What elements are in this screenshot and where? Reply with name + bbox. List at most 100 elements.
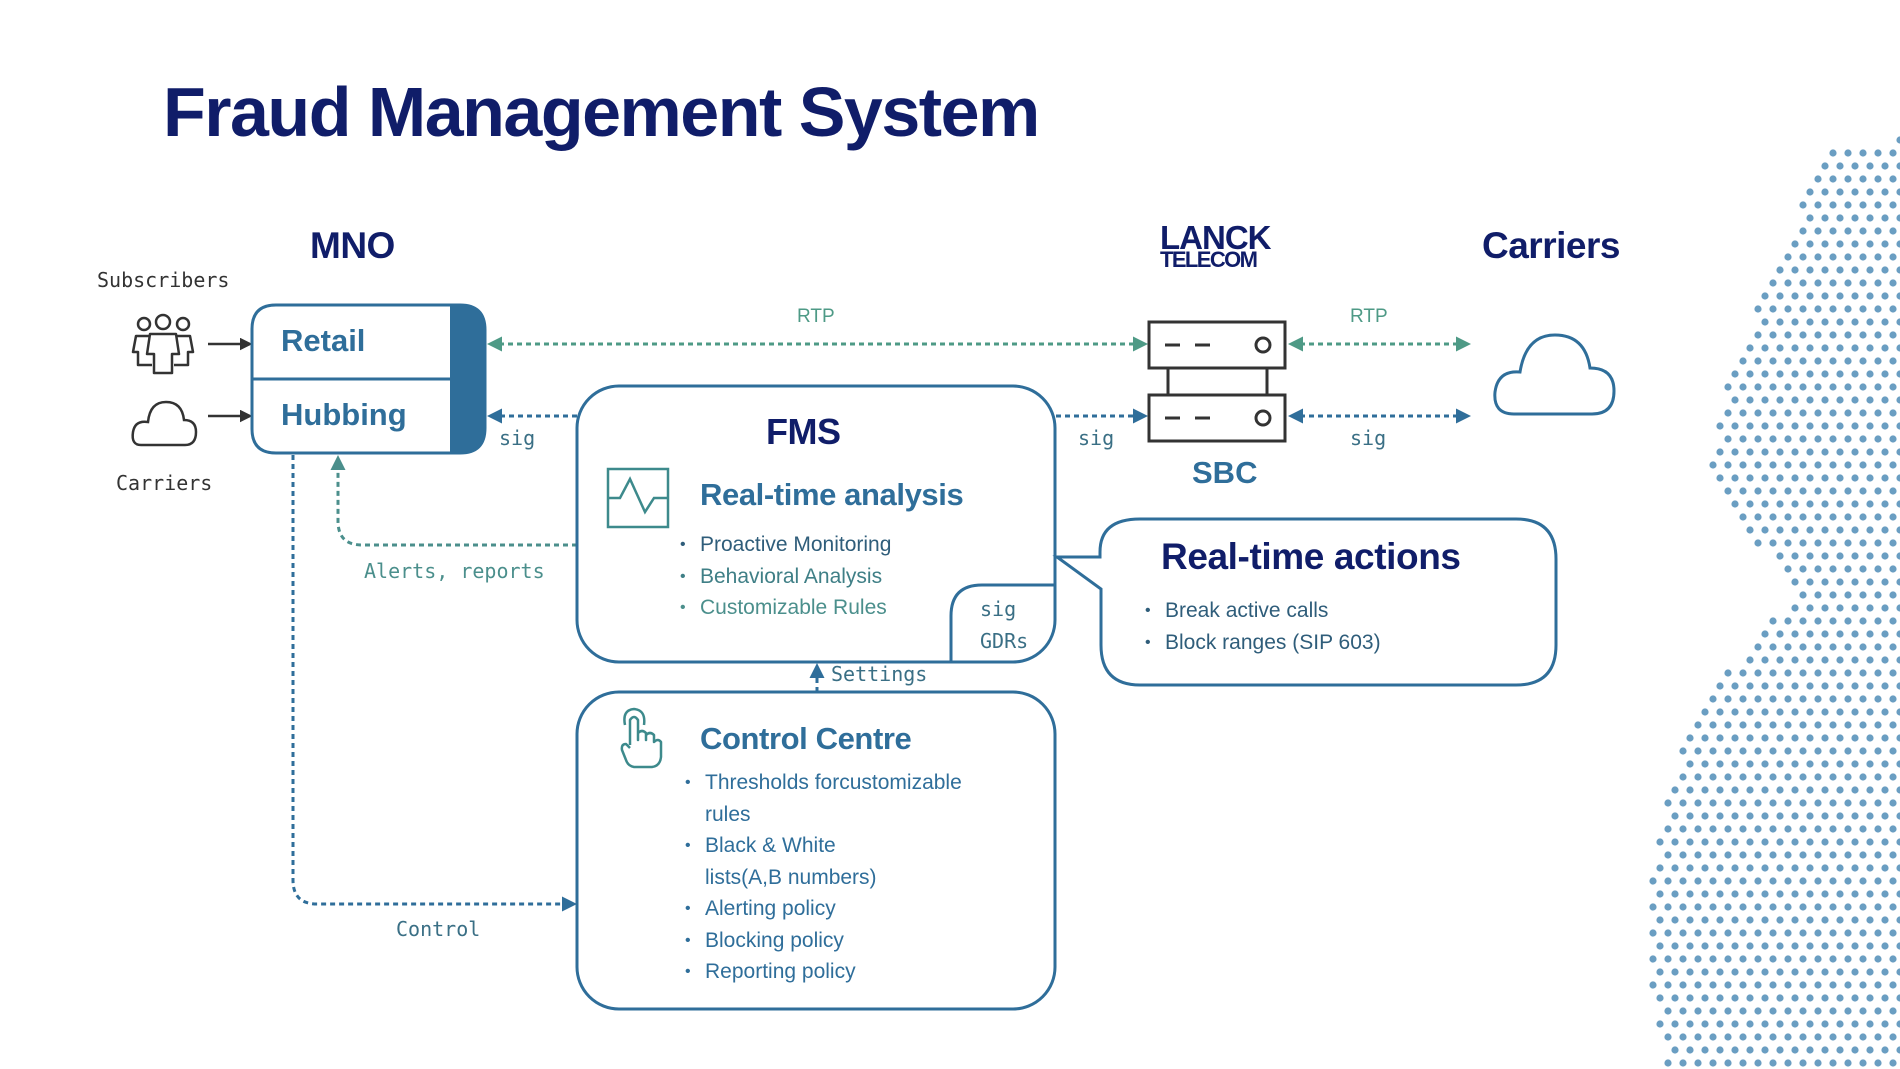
decorative-dot — [1874, 149, 1882, 157]
decorative-dot — [1896, 396, 1900, 404]
decorative-dot — [1709, 929, 1717, 937]
decorative-dot — [1649, 903, 1657, 911]
decorative-dot — [1836, 1020, 1844, 1028]
decorative-dot — [1694, 799, 1702, 807]
decorative-dot — [1889, 149, 1897, 157]
decorative-dot — [1851, 318, 1859, 326]
decorative-dot — [1851, 708, 1859, 716]
decorative-dot — [1844, 903, 1852, 911]
decorative-dot — [1724, 695, 1732, 703]
decorative-dot — [1724, 877, 1732, 885]
cloud-icon-carriers — [1493, 333, 1616, 416]
decorative-dot — [1784, 331, 1792, 339]
decorative-dot — [1784, 383, 1792, 391]
decorative-dot — [1769, 669, 1777, 677]
decorative-dot — [1866, 994, 1874, 1002]
decorative-dot — [1829, 903, 1837, 911]
decorative-dot — [1851, 370, 1859, 378]
decorative-dot — [1881, 786, 1889, 794]
decorative-dot — [1799, 825, 1807, 833]
decorative-dot — [1836, 734, 1844, 742]
decorative-dot — [1776, 552, 1784, 560]
decorative-dot — [1881, 968, 1889, 976]
decorative-dot — [1799, 539, 1807, 547]
decorative-dot — [1896, 786, 1900, 794]
decorative-dot — [1881, 604, 1889, 612]
decorative-dot — [1896, 266, 1900, 274]
decorative-dot — [1896, 474, 1900, 482]
decorative-dot — [1806, 552, 1814, 560]
decorative-dot — [1896, 1046, 1900, 1054]
decorative-dot — [1799, 201, 1807, 209]
decorative-dot — [1746, 838, 1754, 846]
decorative-dot — [1889, 955, 1897, 963]
logo-line-1: LANCK — [1160, 219, 1271, 256]
decorative-dot — [1731, 760, 1739, 768]
decorative-dot — [1821, 916, 1829, 924]
decorative-dot — [1836, 474, 1844, 482]
decorative-dot — [1761, 630, 1769, 638]
decorative-dot — [1716, 942, 1724, 950]
decorative-dot — [1844, 539, 1852, 547]
decorative-dot — [1664, 877, 1672, 885]
decorative-dot — [1761, 760, 1769, 768]
decorative-dot — [1829, 695, 1837, 703]
decorative-dot — [1874, 279, 1882, 287]
fms-item: Behavioral Analysis — [680, 561, 891, 593]
decorative-dot — [1844, 513, 1852, 521]
decorative-dot — [1836, 448, 1844, 456]
decorative-dot — [1784, 409, 1792, 417]
decorative-dot — [1686, 916, 1694, 924]
decorative-dot — [1784, 955, 1792, 963]
decorative-dot — [1859, 981, 1867, 989]
decorative-dot — [1799, 227, 1807, 235]
page-title: Fraud Management System — [163, 73, 1040, 151]
decorative-dot — [1671, 890, 1679, 898]
decorative-dot — [1799, 773, 1807, 781]
decorative-dot — [1806, 604, 1814, 612]
decorative-dot — [1739, 955, 1747, 963]
control-centre-items: Thresholds forcustomizable rules Black &… — [685, 767, 1005, 988]
decorative-dot — [1731, 1046, 1739, 1054]
decorative-dot — [1761, 396, 1769, 404]
decorative-dot — [1859, 1033, 1867, 1041]
decorative-dot — [1746, 344, 1754, 352]
decorative-dot — [1754, 669, 1762, 677]
decorative-dot — [1896, 318, 1900, 326]
decorative-dot — [1761, 734, 1769, 742]
decorative-dot — [1746, 1020, 1754, 1028]
decorative-dot — [1664, 1033, 1672, 1041]
decorative-dot — [1769, 357, 1777, 365]
decorative-dot — [1694, 825, 1702, 833]
decorative-dot — [1836, 786, 1844, 794]
decorative-dot — [1754, 1033, 1762, 1041]
decorative-dot — [1866, 526, 1874, 534]
decorative-dot — [1806, 812, 1814, 820]
decorative-dot — [1896, 604, 1900, 612]
decorative-dot — [1754, 1007, 1762, 1015]
decorative-dot — [1799, 565, 1807, 573]
decorative-dot — [1716, 916, 1724, 924]
decorative-dot — [1859, 591, 1867, 599]
decorative-dot — [1694, 955, 1702, 963]
decorative-dot — [1754, 877, 1762, 885]
decorative-dot — [1784, 799, 1792, 807]
decorative-dot — [1814, 903, 1822, 911]
decorative-dot — [1731, 682, 1739, 690]
decorative-dot — [1851, 942, 1859, 950]
decorative-dot — [1716, 812, 1724, 820]
decorative-dot — [1701, 864, 1709, 872]
decorative-dot — [1859, 695, 1867, 703]
decorative-dot — [1649, 929, 1657, 937]
decorative-dot — [1724, 669, 1732, 677]
decorative-dot — [1799, 357, 1807, 365]
decorative-dot — [1829, 643, 1837, 651]
decorative-dot — [1829, 617, 1837, 625]
decorative-dot — [1866, 292, 1874, 300]
people-icon — [131, 313, 195, 375]
decorative-dot — [1776, 630, 1784, 638]
decorative-dot — [1671, 968, 1679, 976]
decorative-dot — [1829, 253, 1837, 261]
decorative-dot — [1829, 825, 1837, 833]
decorative-dot — [1874, 383, 1882, 391]
